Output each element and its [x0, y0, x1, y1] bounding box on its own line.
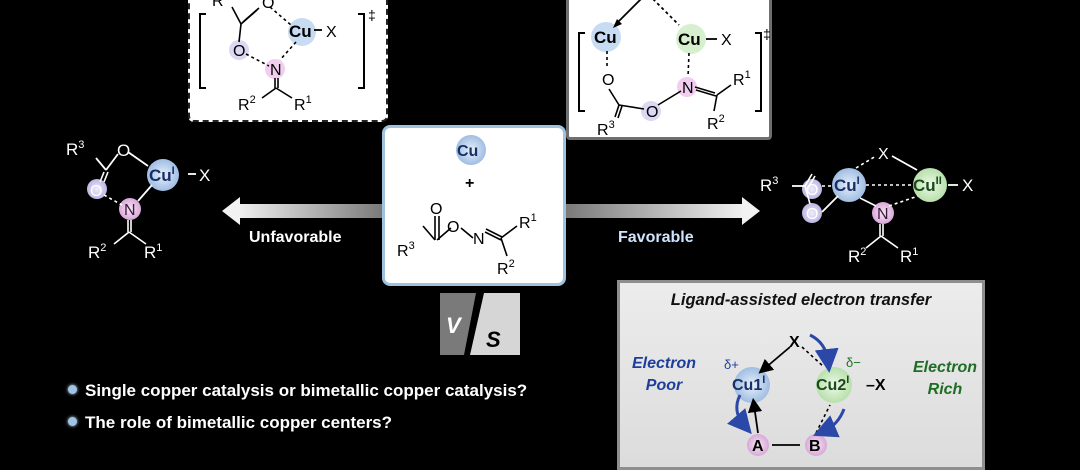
- single-copper-product: R3 O O CuI X N R2 R1: [66, 139, 210, 262]
- favorable-arrow: [566, 197, 760, 225]
- delta-minus: δ−: [846, 355, 861, 370]
- ester-o: O: [646, 104, 658, 121]
- carbonyl-o: O: [806, 182, 818, 199]
- ligand-assisted-panel: Ligand-assisted electron transfer Electr…: [617, 280, 985, 470]
- r1-label: R1: [900, 246, 918, 266]
- panel-title: Ligand-assisted electron transfer: [670, 291, 932, 309]
- cu-highlight: [591, 22, 621, 52]
- reactants-box: Cu + O O N R3 R1 R2: [382, 125, 566, 286]
- x-atom: X: [326, 24, 337, 41]
- r1-label: R1: [733, 69, 751, 89]
- carbonyl-o: O: [262, 0, 274, 12]
- cu-atom: Cu: [289, 22, 312, 41]
- favorable-label: Favorable: [618, 229, 694, 246]
- n-atom: N: [124, 202, 136, 219]
- right-bracket: [358, 13, 365, 89]
- n-highlight: [677, 77, 697, 97]
- r2-label: R2: [88, 242, 106, 262]
- cu-highlight: [288, 18, 316, 46]
- atom-b: B: [809, 438, 821, 455]
- atom-a: A: [752, 438, 764, 455]
- ts-dagger: ‡: [763, 26, 771, 42]
- diagram-canvas: R3 O O Cu X N R2 R1 ‡: [66, 0, 985, 470]
- bimetallic-ts-structure: Cu Cu X O O N R3 R1 R2 ‡: [578, 0, 771, 139]
- x-to-cu1-arrow: [614, 0, 642, 26]
- vs-badge: V S: [440, 293, 520, 355]
- terminal-x: –X: [866, 377, 886, 394]
- delta-plus: δ+: [724, 357, 739, 372]
- carbonyl-o: O: [90, 183, 102, 200]
- ts-dagger: ‡: [368, 7, 376, 23]
- bridging-x: X: [878, 146, 889, 163]
- single-copper-transition-state-box: R3 O O Cu X N R2 R1 ‡: [188, 0, 388, 122]
- bimetallic-transition-state-box: Cu Cu X O O N R3 R1 R2 ‡: [566, 0, 772, 140]
- o-highlight: [229, 40, 249, 60]
- n-highlight: [265, 59, 285, 79]
- question-1: Single copper catalysis or bimetallic co…: [68, 381, 527, 401]
- r2-label: R2: [497, 258, 515, 278]
- x-atom: X: [721, 32, 732, 49]
- vs-v: V: [446, 313, 463, 338]
- cu1-label: Cu1I: [732, 374, 765, 394]
- ester-o: O: [447, 219, 459, 236]
- cu-i-label: CuI: [834, 175, 860, 195]
- reactants-structure: Cu + O O N R3 R1 R2: [397, 135, 537, 278]
- r2-label: R2: [707, 113, 725, 133]
- bimetallic-copper-product: R3 O O CuI CuII X X N R2 R1: [760, 146, 973, 266]
- carbonyl-o: O: [602, 72, 614, 89]
- unfavorable-label: Unfavorable: [249, 229, 342, 246]
- ester-o: O: [233, 43, 245, 60]
- terminal-x: X: [962, 176, 973, 195]
- r3-label: R3: [212, 0, 230, 10]
- plus-sign: +: [465, 175, 474, 192]
- cu2-atom: Cu: [678, 30, 701, 49]
- right-bracket: [755, 32, 762, 112]
- r3-label: R3: [66, 139, 84, 159]
- r1-label: R1: [294, 94, 312, 114]
- o-highlight: [641, 101, 661, 121]
- cu-reagent: Cu: [457, 143, 478, 160]
- r1-label: R1: [144, 242, 162, 262]
- bridging-x: X: [789, 334, 800, 351]
- left-bracket: [578, 32, 585, 112]
- x-atom: X: [199, 166, 210, 185]
- r3-label: R3: [597, 119, 615, 139]
- cu-green-highlight: [676, 24, 706, 54]
- vs-s: S: [486, 327, 501, 352]
- r3-label: R3: [760, 175, 778, 195]
- n-atom: N: [877, 206, 889, 223]
- carbonyl-o: O: [430, 201, 442, 218]
- bullet-icon: [68, 385, 77, 394]
- bullet-icon: [68, 417, 77, 426]
- unfavorable-arrow: [222, 197, 382, 225]
- r2-label: R2: [238, 94, 256, 114]
- left-bracket: [199, 13, 206, 89]
- electron-transfer-scheme: X Cu1I Cu2I –X δ+ δ− A B: [724, 333, 886, 456]
- single-copper-ts-structure: R3 O O Cu X N R2 R1 ‡: [199, 0, 376, 114]
- ring-o: O: [117, 141, 130, 160]
- ester-o: O: [806, 206, 818, 223]
- n-atom: N: [270, 62, 282, 79]
- cu2-label: Cu2I: [816, 374, 849, 394]
- n-atom: N: [473, 231, 485, 248]
- n-atom: N: [682, 80, 694, 97]
- question-2: The role of bimetallic copper centers?: [68, 413, 392, 433]
- cu1-atom: Cu: [594, 28, 617, 47]
- r1-label: R1: [519, 212, 537, 232]
- r3-label: R3: [397, 240, 415, 260]
- cu-i-label: CuI: [149, 165, 175, 185]
- main-scheme: R3 O O CuI X N R2 R1: [66, 139, 973, 266]
- r2-label: R2: [848, 246, 866, 266]
- cu-ii-label: CuII: [913, 175, 942, 195]
